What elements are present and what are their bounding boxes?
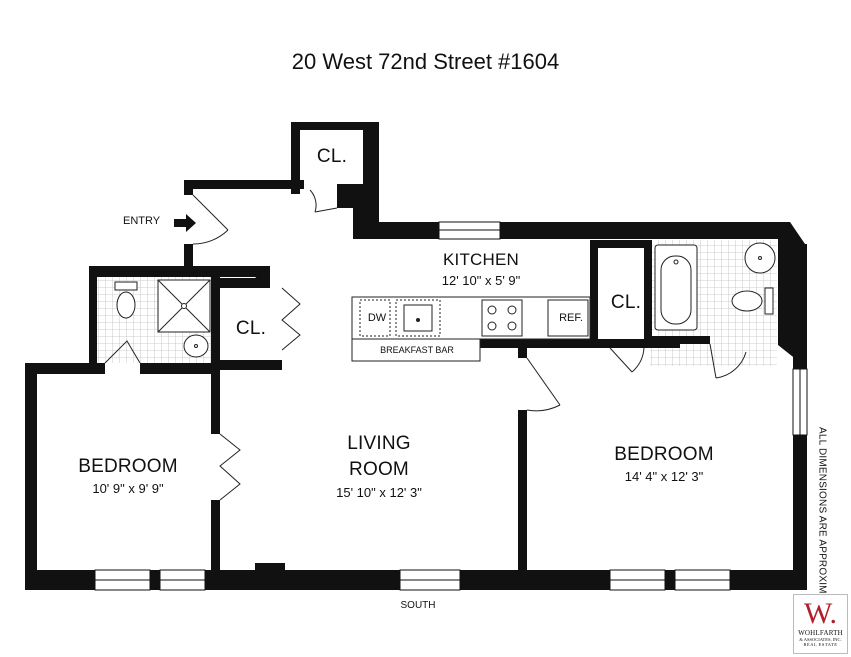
plan-title: 20 West 72nd Street #1604 (291, 49, 560, 74)
bedroom-right-name: BEDROOM (614, 444, 714, 465)
bath-left-fixtures (114, 279, 211, 358)
walls (25, 122, 807, 590)
living-dims: 15' 10" x 12' 3" (336, 485, 422, 500)
kitchen-name: KITCHEN (442, 250, 520, 269)
closet-label-top: CL. (316, 146, 348, 167)
closet-label-bath: CL. (235, 318, 267, 339)
entry-label: ENTRY (123, 215, 161, 227)
living-name-line2: ROOM (349, 459, 409, 480)
closet-label-kitchen: CL. (610, 292, 642, 313)
logo-line2: & ASSOCIATES, INC. (799, 637, 842, 642)
agency-logo: W. WOHLFARTH & ASSOCIATES, INC. REAL EST… (793, 594, 848, 654)
windows (94, 221, 808, 591)
dimensions-disclaimer: ALL DIMENSIONS ARE APPROXIMATE (816, 426, 828, 614)
logo-line3: REAL ESTATE (803, 642, 838, 647)
logo-line1: WOHLFARTH (798, 629, 843, 637)
dishwasher-label: DW (367, 312, 387, 324)
bedroom-left-name: BEDROOM (78, 456, 178, 477)
door-swings (104, 189, 747, 501)
kitchen-dims: 12' 10" x 5' 9" (441, 273, 521, 288)
breakfast-bar-label: BREAKFAST BAR (380, 345, 454, 355)
bedroom-left-dims: 10' 9" x 9' 9" (92, 481, 164, 496)
kitchen-counter (351, 296, 591, 362)
living-name-line1: LIVING (347, 433, 411, 454)
bath-right-fixtures (654, 242, 776, 331)
bedroom-right-dims: 14' 4" x 12' 3" (624, 469, 704, 484)
refrigerator-label: REF. (559, 312, 583, 324)
orientation-label: SOUTH (400, 600, 436, 611)
entry-arrow-icon (174, 214, 196, 232)
logo-mark: W. (803, 597, 838, 630)
